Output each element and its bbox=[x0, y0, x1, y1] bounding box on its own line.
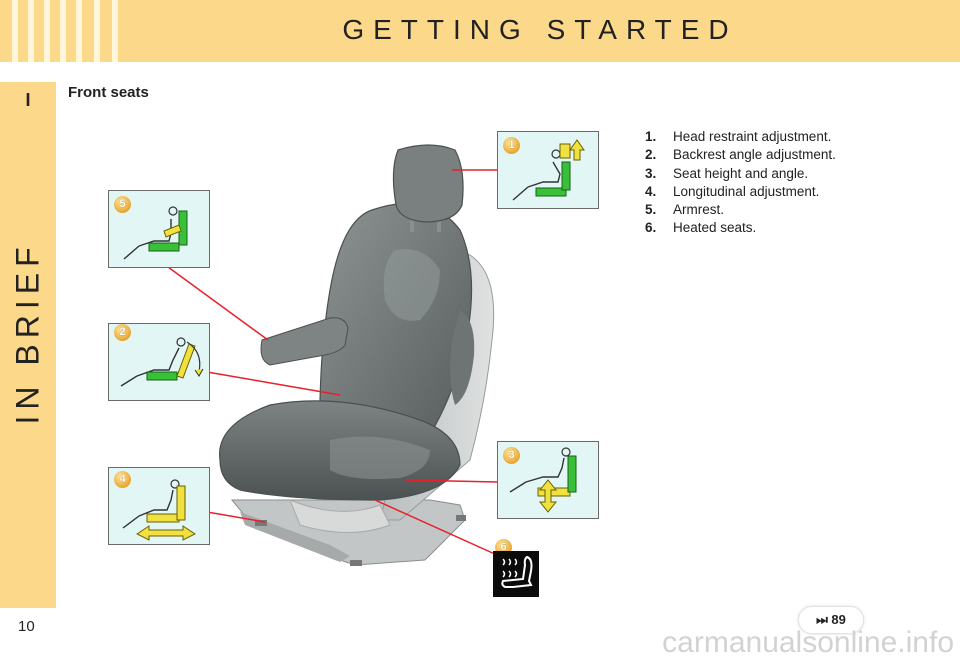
page-header: GETTING STARTED bbox=[0, 0, 960, 62]
longitudinal-diagram-icon bbox=[122, 479, 196, 541]
backrest-diagram-icon bbox=[120, 337, 204, 387]
watermark: carmanualsonline.info bbox=[662, 626, 954, 659]
legend-text: Longitudinal adjustment. bbox=[673, 183, 820, 199]
legend-text: Backrest angle adjustment. bbox=[673, 147, 836, 163]
chapter-number: I bbox=[25, 90, 31, 110]
callout-badge-1: 1 bbox=[503, 137, 520, 154]
callout-badge-4: 4 bbox=[114, 471, 131, 488]
legend-number: 6. bbox=[645, 220, 657, 236]
chapter-sidebar: I IN BRIEF bbox=[0, 82, 56, 608]
header-stripe bbox=[44, 0, 50, 62]
legend-item: 3. Seat height and angle. bbox=[645, 165, 836, 183]
callout-badge-2: 2 bbox=[114, 324, 131, 341]
callout-badge-3: 3 bbox=[503, 447, 520, 464]
legend-item: 6. Heated seats. bbox=[645, 219, 836, 237]
legend-number: 2. bbox=[645, 147, 657, 163]
armrest-diagram-icon bbox=[123, 206, 188, 260]
section-title: Front seats bbox=[68, 84, 149, 101]
legend-text: Heated seats. bbox=[673, 220, 757, 236]
legend-item: 5. Armrest. bbox=[645, 201, 836, 219]
page-number: 10 bbox=[18, 618, 35, 635]
header-stripe bbox=[76, 0, 82, 62]
callout-badge-5: 5 bbox=[114, 196, 131, 213]
legend-text: Armrest. bbox=[673, 202, 725, 218]
head-restraint-diagram-icon bbox=[512, 139, 585, 201]
legend-list: 1. Head restraint adjustment. 2. Backrest … bbox=[645, 128, 836, 238]
heated-seat-box bbox=[493, 551, 539, 597]
seat-height-diagram-icon bbox=[509, 447, 577, 513]
legend-item: 2. Backrest angle adjustment. bbox=[645, 146, 836, 164]
diagram-seat-height bbox=[497, 441, 599, 519]
legend-text: Head restraint adjustment. bbox=[673, 129, 832, 144]
header-stripe bbox=[60, 0, 66, 62]
page-reference-link[interactable]: ⏭ 89 bbox=[798, 606, 864, 634]
reference-page: 89 bbox=[831, 612, 846, 627]
legend-item: 1. Head restraint adjustment. bbox=[645, 128, 836, 146]
legend-item: 4. Longitudinal adjustment. bbox=[645, 183, 836, 201]
header-stripe bbox=[12, 0, 18, 62]
legend-number: 3. bbox=[645, 165, 657, 181]
heated-seat-icon bbox=[501, 555, 533, 588]
legend-number: 4. bbox=[645, 183, 657, 199]
header-stripe bbox=[28, 0, 34, 62]
header-stripe bbox=[112, 0, 118, 62]
fast-forward-icon: ⏭ bbox=[816, 612, 828, 627]
legend-number: 1. bbox=[645, 129, 657, 144]
legend-text: Seat height and angle. bbox=[673, 165, 809, 181]
legend-number: 5. bbox=[645, 202, 657, 218]
page-title: GETTING STARTED bbox=[342, 14, 738, 45]
header-stripe bbox=[94, 0, 100, 62]
